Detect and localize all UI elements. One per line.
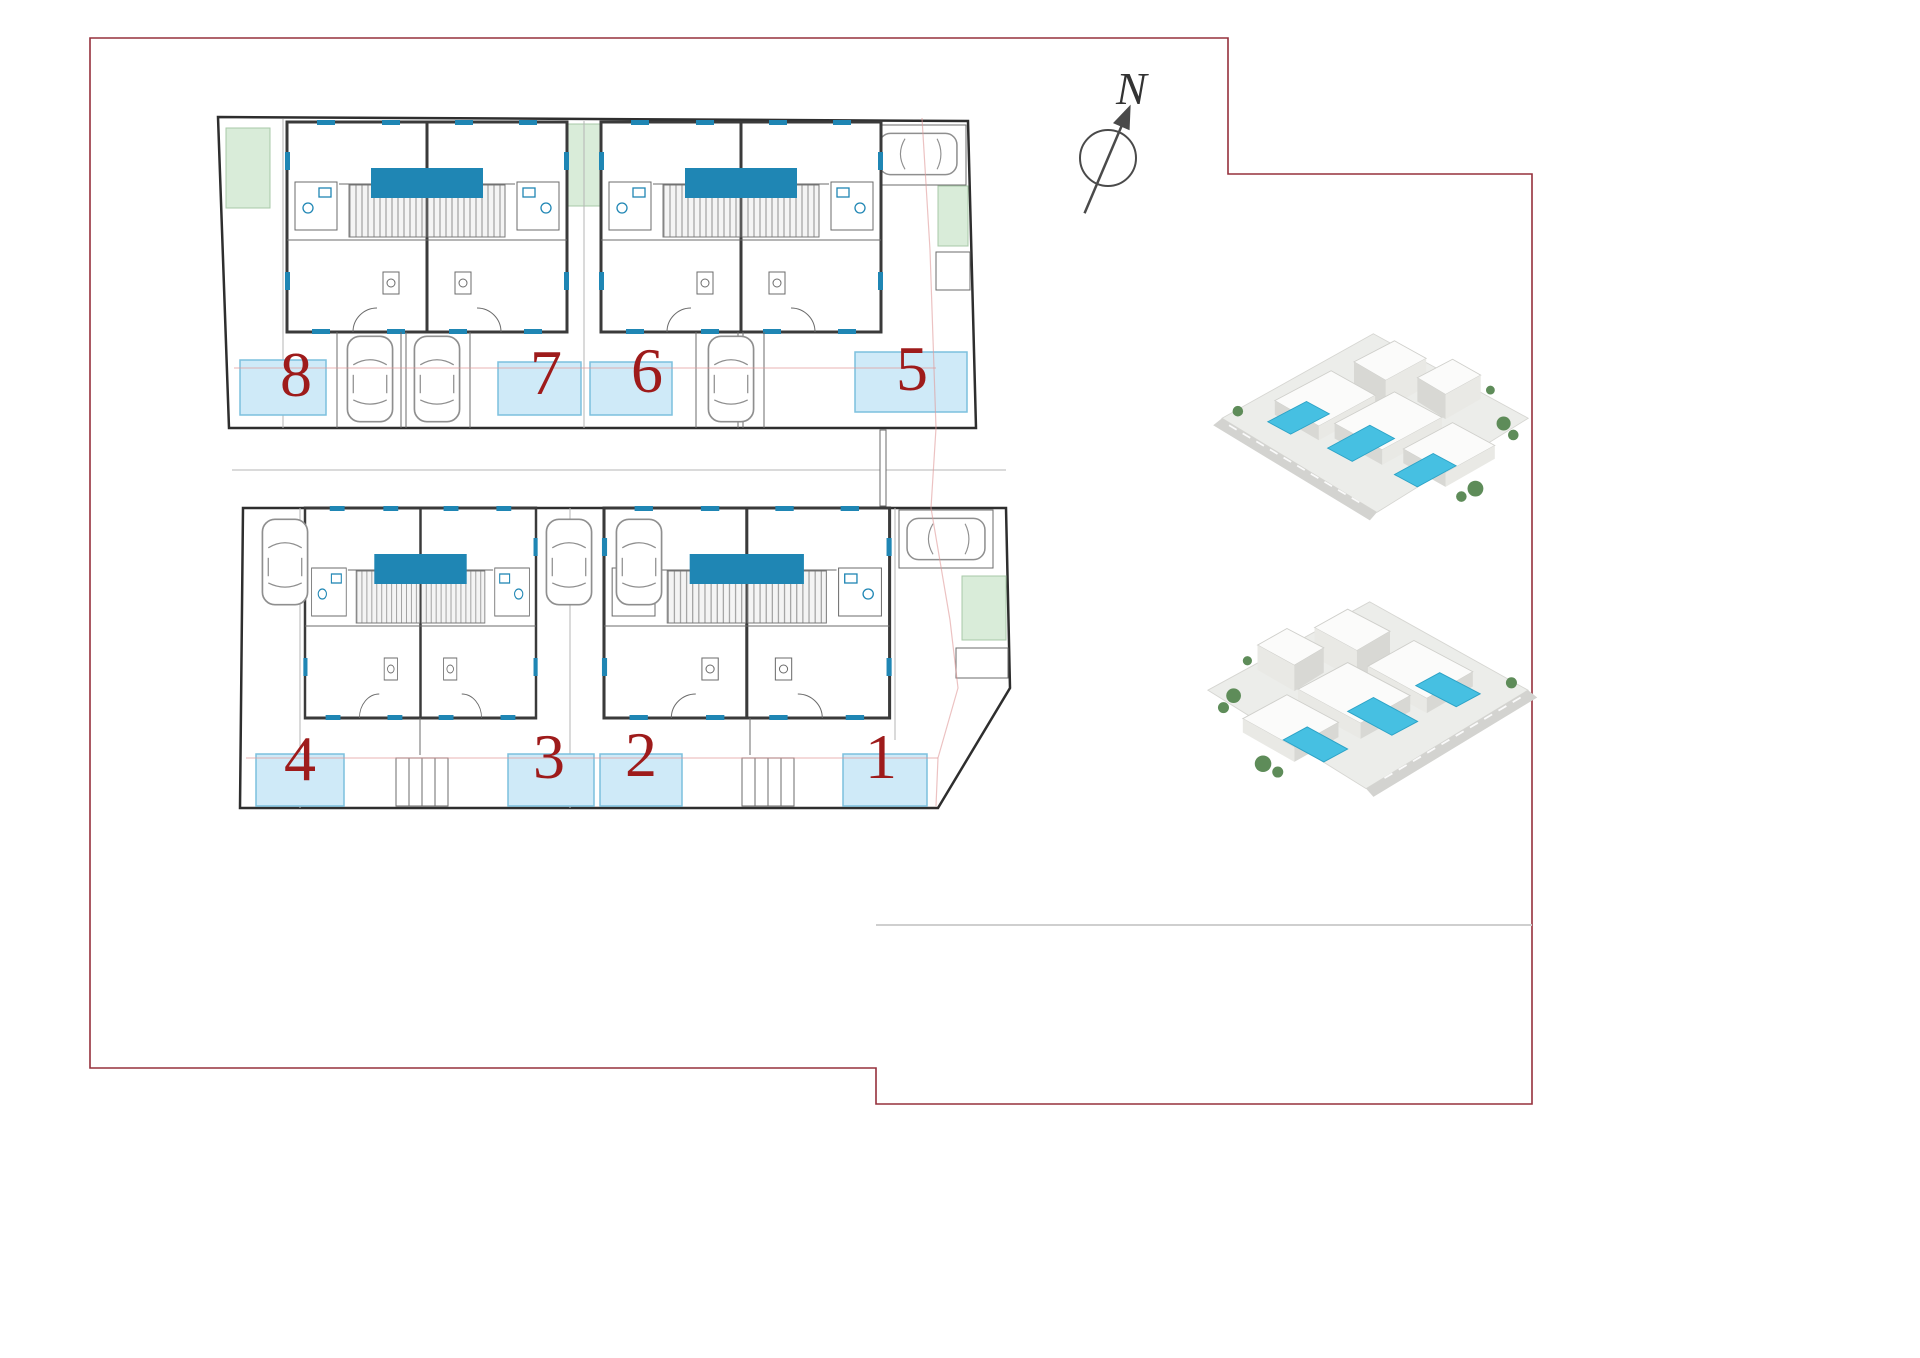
access-road bbox=[232, 429, 1006, 507]
pool-5 bbox=[854, 351, 968, 413]
unit-number-4: 4 bbox=[284, 723, 316, 794]
unit-number-1: 1 bbox=[865, 721, 897, 792]
entry-steps bbox=[741, 757, 795, 807]
car-icon bbox=[413, 335, 461, 423]
entry-steps bbox=[395, 757, 449, 807]
plot-top bbox=[216, 115, 978, 430]
car-icon bbox=[261, 518, 309, 606]
green-area bbox=[225, 127, 271, 209]
unit-number-2: 2 bbox=[625, 719, 657, 790]
green-area bbox=[937, 185, 969, 247]
duplex-6-5 bbox=[597, 118, 885, 336]
unit-number-6: 6 bbox=[631, 335, 663, 406]
pool-6 bbox=[589, 361, 673, 416]
pool-2 bbox=[599, 753, 683, 807]
unit-number-3: 3 bbox=[533, 721, 565, 792]
duplex-4-3 bbox=[301, 504, 540, 722]
north-label: N bbox=[1115, 63, 1149, 114]
duplex-8-7 bbox=[283, 118, 571, 336]
villa-render-top bbox=[1212, 332, 1530, 522]
car-icon bbox=[346, 335, 394, 423]
car-icon bbox=[545, 518, 593, 606]
car-icon bbox=[906, 517, 986, 561]
villa-render-bottom bbox=[1206, 600, 1539, 798]
pool-7 bbox=[497, 361, 582, 416]
car-icon bbox=[878, 132, 958, 176]
unit-number-8: 8 bbox=[280, 339, 312, 410]
page-border bbox=[89, 37, 1533, 1105]
pool-8 bbox=[239, 359, 327, 416]
unit-number-7: 7 bbox=[530, 337, 562, 408]
utility-box bbox=[935, 251, 971, 291]
car-icon bbox=[707, 335, 755, 423]
pool-3 bbox=[507, 753, 595, 807]
utility-box bbox=[955, 647, 1009, 679]
car-icon bbox=[615, 518, 663, 606]
site-plan: 8 7 6 5 4 3 2 1 bbox=[216, 115, 1012, 810]
green-area bbox=[961, 575, 1007, 641]
pool-1 bbox=[842, 753, 928, 807]
pool-4 bbox=[255, 753, 345, 807]
north-arrow: N bbox=[1079, 63, 1149, 214]
unit-number-5: 5 bbox=[896, 333, 928, 404]
plot-bottom bbox=[238, 504, 1012, 810]
boundary-line bbox=[234, 117, 959, 807]
